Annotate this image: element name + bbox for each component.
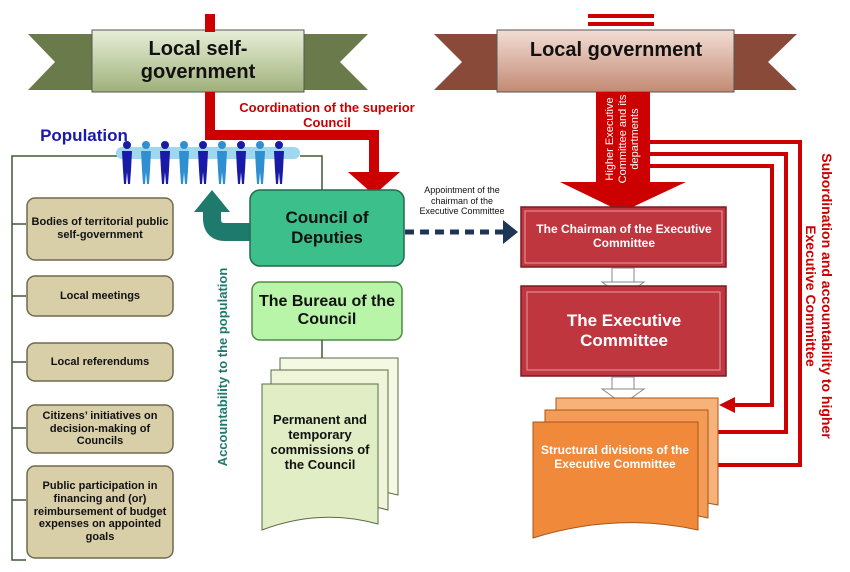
- bureau-text: The Bureau of the Council: [258, 292, 395, 328]
- person-icon: [198, 141, 208, 184]
- person-icon: [217, 141, 227, 184]
- council-deputies-text: Council of Deputies: [285, 208, 369, 247]
- left-tree-lines: [11, 155, 323, 561]
- exec-committee-text: The Executive Committee: [566, 311, 682, 350]
- people-group: [122, 141, 284, 184]
- banner-right-title: Local government: [529, 38, 703, 61]
- appointment-label: Appointment of the chairman of the Execu…: [419, 185, 505, 217]
- person-icon: [236, 141, 246, 184]
- left-item-text: Citizens’ initiatives on decision-making…: [42, 410, 158, 448]
- left-item-text: Local meetings: [59, 289, 141, 302]
- person-icon: [179, 141, 189, 184]
- commissions-stack: [261, 357, 399, 531]
- left-item-box: [26, 197, 174, 261]
- left-item-text: Local referendums: [50, 355, 150, 368]
- banner-right: [434, 29, 797, 93]
- accountability-label: Accountability to the population: [214, 267, 230, 467]
- person-icon: [122, 141, 132, 184]
- banner-left-title: Local self-government: [140, 38, 256, 83]
- banner-left: [28, 29, 368, 93]
- population-label: Population: [40, 126, 128, 146]
- chairman-text: The Chairman of the Executive Committee: [536, 222, 712, 250]
- appointment-arrow: [405, 220, 518, 244]
- bureau-box: [251, 281, 403, 341]
- subordination-lines: [650, 140, 802, 467]
- subordination-label: Subordination and accountability to high…: [803, 153, 836, 439]
- left-item-box: [26, 465, 174, 559]
- exec-committee-box: [520, 285, 727, 377]
- divisions-stack: [532, 397, 719, 539]
- person-icon: [274, 141, 284, 184]
- coordination-arrow: [205, 14, 400, 195]
- higher-exec-arrow: [560, 14, 686, 212]
- left-item-box: [26, 275, 174, 317]
- coordination-label: Coordination of the superior Council: [239, 100, 415, 130]
- person-icon: [141, 141, 151, 184]
- higher-exec-label: Higher Executive Committee and its depar…: [604, 94, 642, 184]
- council-deputies-box: [249, 189, 405, 267]
- left-item-box: [26, 404, 174, 454]
- chairman-box: [520, 206, 727, 268]
- left-item-text: Public participation in financing and (o…: [33, 480, 167, 543]
- commissions-text: Permanent and temporary commissions of t…: [270, 412, 370, 472]
- left-items-group: [26, 197, 174, 559]
- divisions-text: Structural divisions of the Executive Co…: [540, 443, 690, 471]
- left-item-box: [26, 342, 174, 382]
- person-icon: [160, 141, 170, 184]
- accountability-arrow: [194, 190, 250, 241]
- white-arrow-2: [600, 376, 646, 405]
- person-icon: [255, 141, 265, 184]
- left-item-text: Bodies of territorial public self-govern…: [31, 216, 169, 241]
